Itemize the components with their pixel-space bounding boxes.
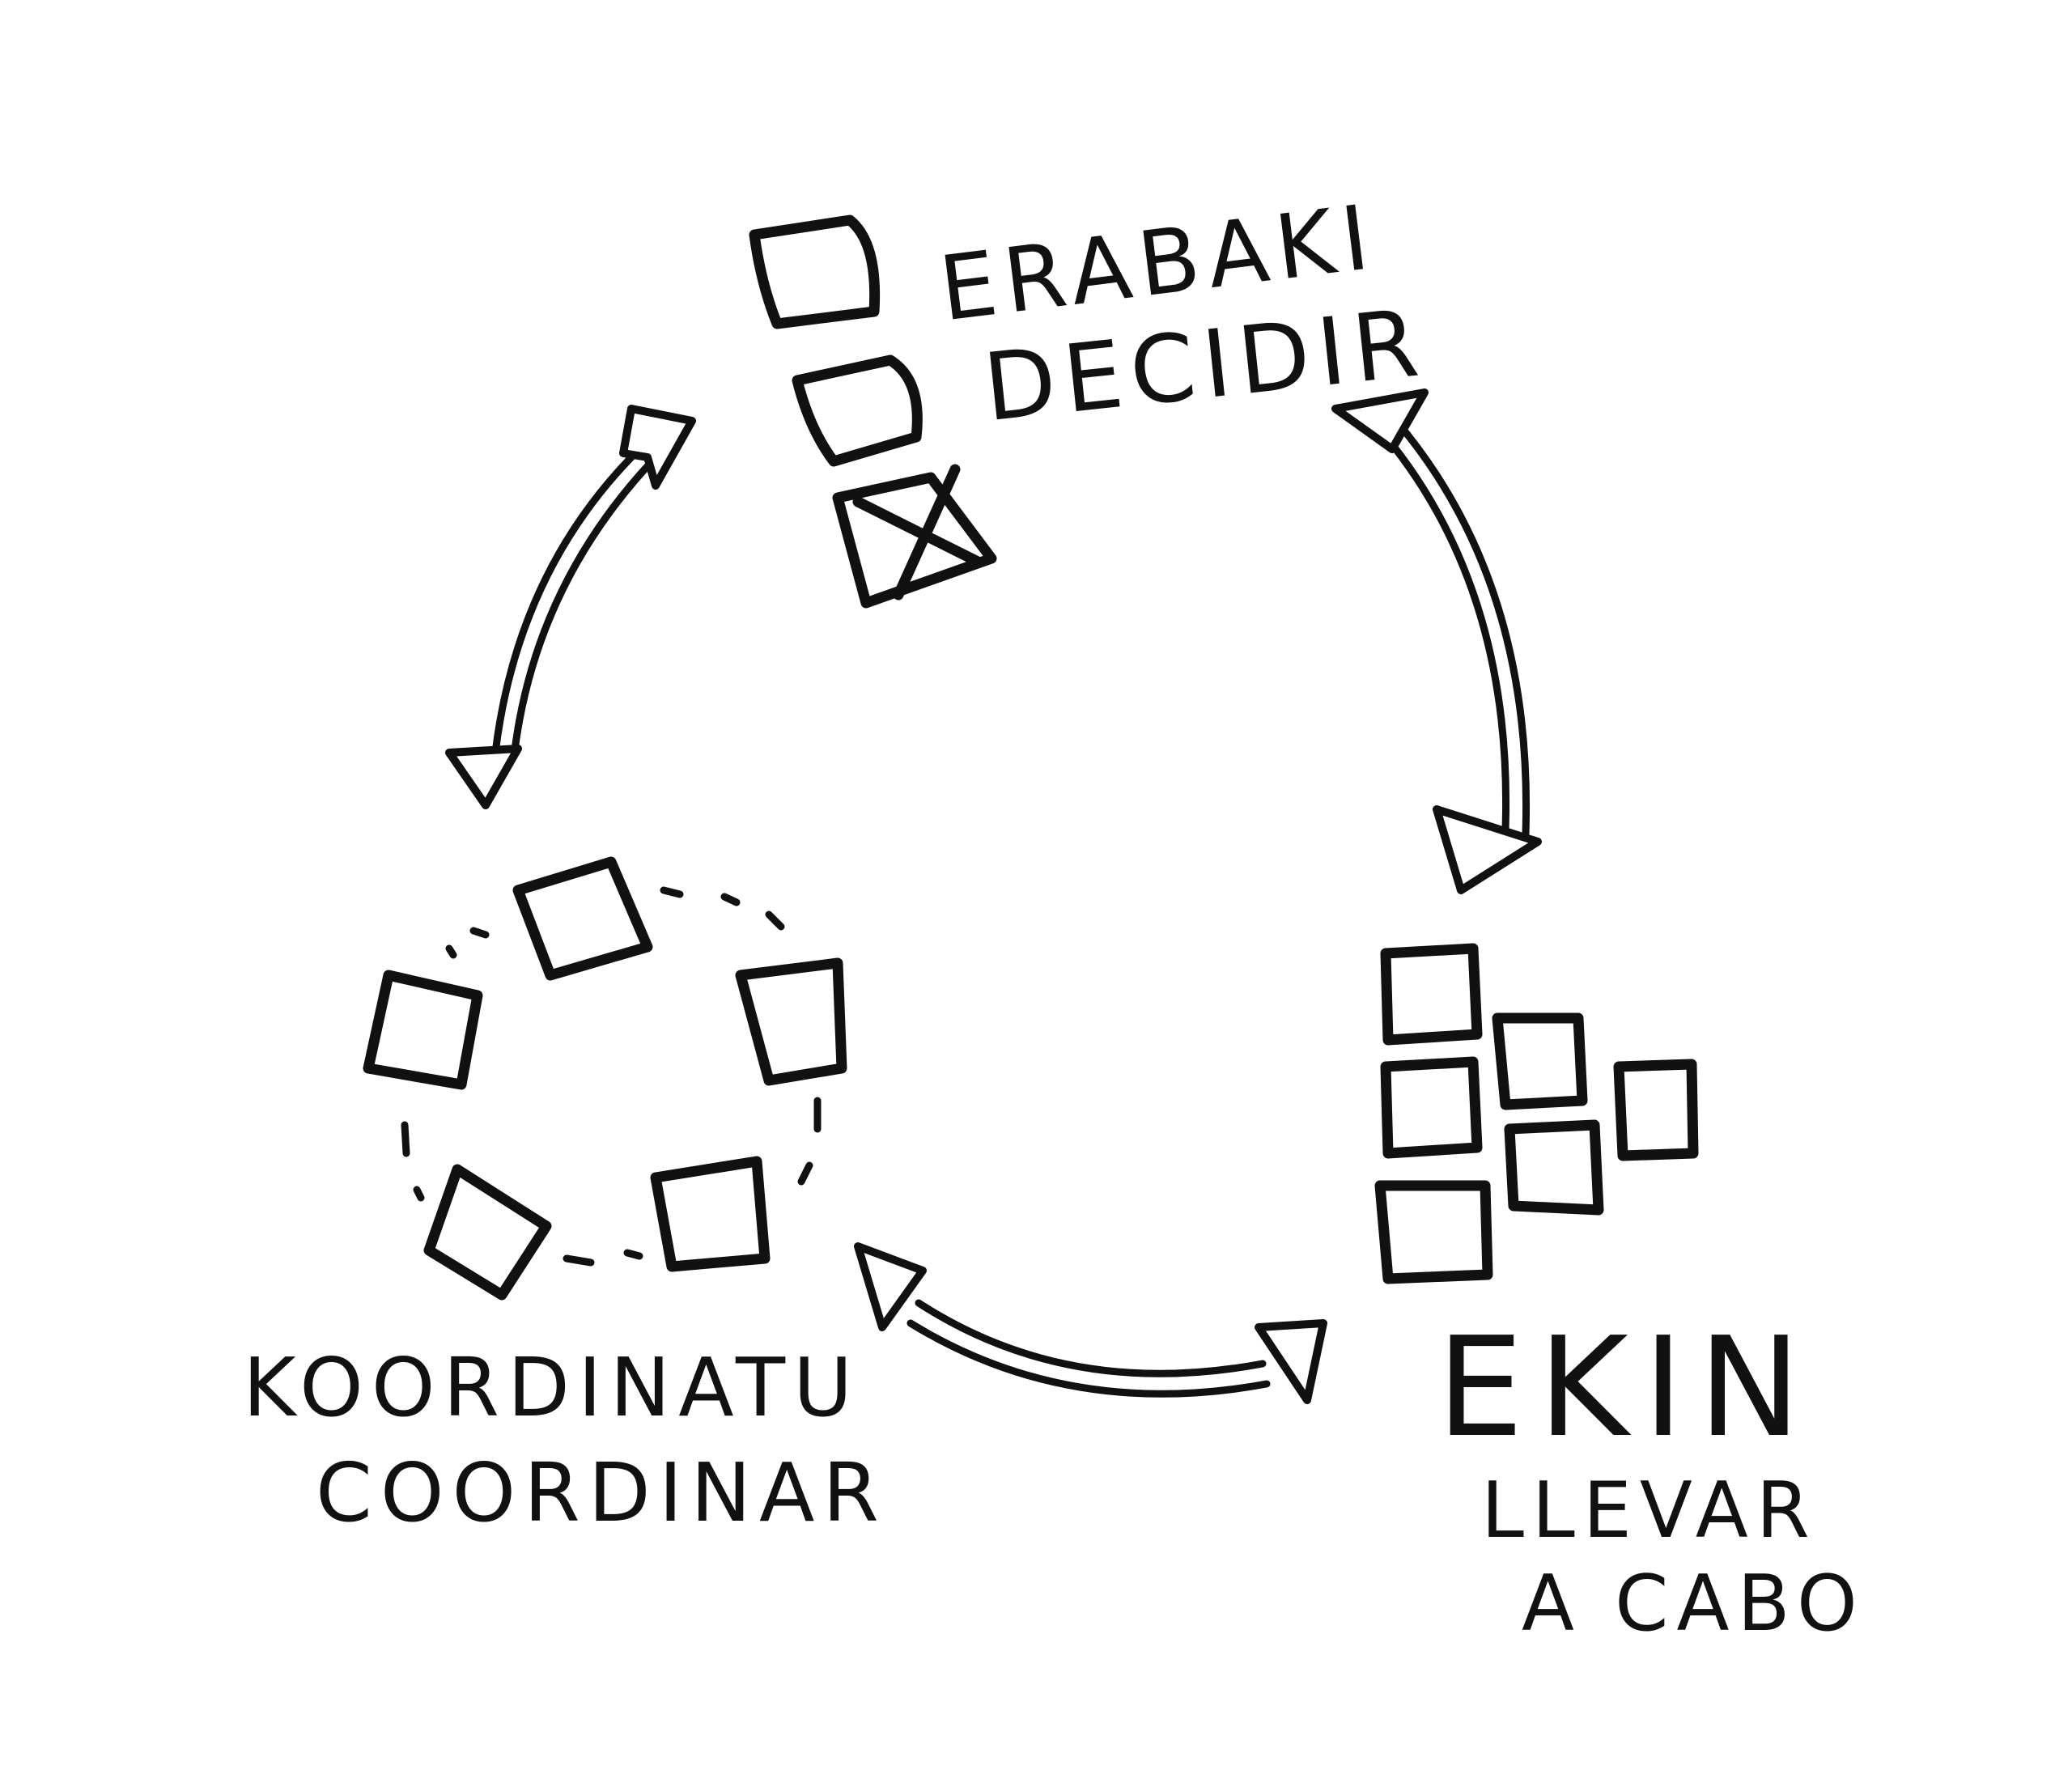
decide-icon — [749, 214, 997, 609]
exec-box-2 — [1380, 1056, 1483, 1159]
execute-label-es-line1: LLEVAR — [1481, 1466, 1818, 1555]
coord-box-bottom-right — [650, 1156, 771, 1272]
coordinate-icon — [363, 856, 847, 1301]
coordinate-label-es: COORDINAR — [316, 1445, 887, 1540]
exec-box-4 — [1492, 1012, 1588, 1110]
exec-box-1 — [1380, 943, 1483, 1046]
execute-label-eu: EKIN — [1437, 1308, 1816, 1468]
arrow-coordinate-execute — [854, 1242, 1327, 1404]
execute-icon — [1374, 943, 1699, 1284]
coordinate-label-eu: KOORDINATU — [243, 1340, 861, 1435]
coord-box-bottom-left — [423, 1164, 552, 1301]
coord-dashes — [401, 886, 822, 1267]
decide-cross-mark — [852, 464, 985, 601]
exec-box-3 — [1374, 1180, 1493, 1284]
coord-box-top — [512, 856, 653, 981]
execute-label-es-line2: A CABO — [1522, 1560, 1866, 1649]
coord-box-left — [363, 970, 483, 1090]
decide-box-1 — [749, 214, 881, 329]
coord-box-right — [735, 957, 847, 1086]
arrow-decide-execute — [1331, 388, 1542, 894]
decide-box-3-crossed — [832, 472, 997, 609]
decide-box-2 — [792, 354, 923, 467]
arrow-decide-coordinate — [445, 405, 696, 809]
exec-box-5 — [1504, 1119, 1604, 1216]
exec-box-6 — [1613, 1059, 1699, 1161]
